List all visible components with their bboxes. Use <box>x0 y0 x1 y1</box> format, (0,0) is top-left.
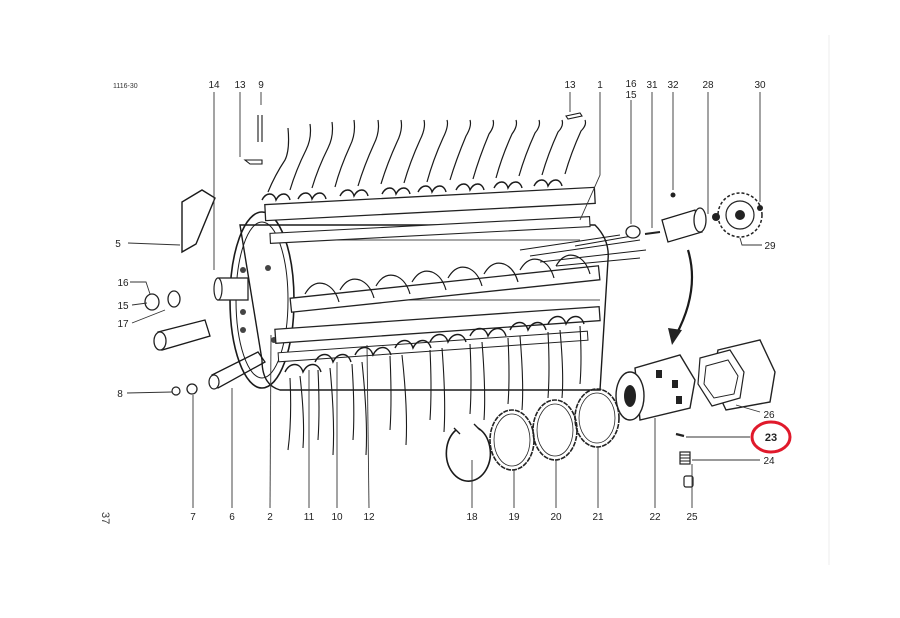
sprocket-icon <box>717 192 763 238</box>
part-labels: 1 2 5 6 7 8 9 10 11 12 13 13 14 15 15 16… <box>115 79 776 523</box>
label-part-22: 22 <box>649 512 661 523</box>
label-part-5: 5 <box>115 239 121 250</box>
label-part-9: 9 <box>258 80 264 91</box>
label-part-21: 21 <box>592 512 604 523</box>
label-part-32: 32 <box>667 80 679 91</box>
leader-lines <box>126 92 762 509</box>
highlighted-part-23[interactable]: 23 <box>750 420 792 454</box>
label-part-14: 14 <box>208 80 220 91</box>
left-side-parts <box>144 112 583 396</box>
label-part-28: 28 <box>702 80 714 91</box>
label-part-20: 20 <box>550 512 562 523</box>
label-part-15-left: 15 <box>117 301 129 312</box>
label-part-8: 8 <box>117 389 123 400</box>
label-part-15-right: 15 <box>625 90 637 101</box>
label-part-2: 2 <box>267 512 273 523</box>
label-part-16-left: 16 <box>117 278 129 289</box>
right-side-parts <box>615 192 776 488</box>
label-part-24: 24 <box>763 456 775 467</box>
label-part-25: 25 <box>686 512 698 523</box>
front-tine-bar <box>274 305 601 456</box>
label-part-7: 7 <box>190 512 196 523</box>
label-part-16-right: 16 <box>625 79 637 90</box>
label-part-31: 31 <box>646 80 658 91</box>
rear-tine-bar <box>261 119 596 244</box>
reference-code: 1116-30 <box>113 83 138 90</box>
label-part-29: 29 <box>764 241 776 252</box>
label-part-13-left: 13 <box>234 80 246 91</box>
page-number: 37 <box>99 512 111 524</box>
label-part-12: 12 <box>363 512 375 523</box>
label-part-1: 1 <box>597 80 603 91</box>
label-part-11: 11 <box>304 512 315 523</box>
ring-parts <box>445 388 620 482</box>
hex-coupling-illustration <box>697 339 776 411</box>
label-part-6: 6 <box>229 512 235 523</box>
label-part-30: 30 <box>754 80 766 91</box>
hub-illustration <box>615 354 696 421</box>
label-part-17: 17 <box>117 319 129 330</box>
label-part-10: 10 <box>331 512 343 523</box>
label-part-26: 26 <box>763 410 775 421</box>
label-part-13-right: 13 <box>564 80 576 91</box>
label-part-23: 23 <box>765 432 777 444</box>
label-part-19: 19 <box>508 512 520 523</box>
label-part-18: 18 <box>466 512 478 523</box>
middle-tine-bar <box>289 234 647 313</box>
highlight-circle <box>750 420 792 454</box>
